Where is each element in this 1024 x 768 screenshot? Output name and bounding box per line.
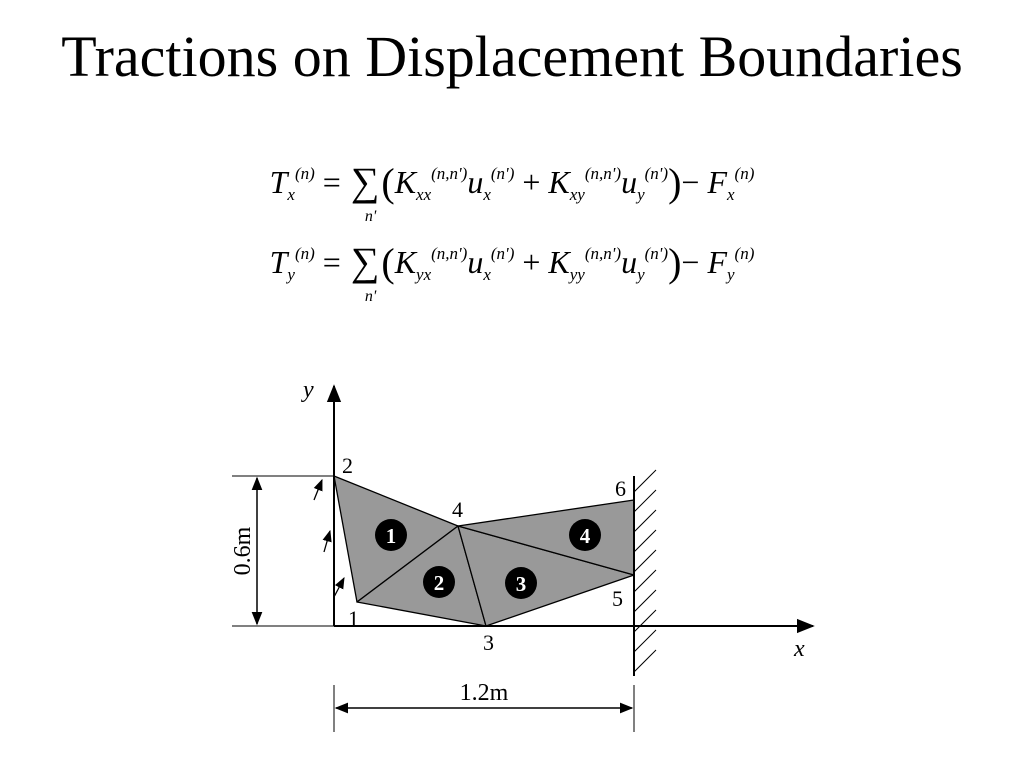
eq-x-lhs: T (269, 164, 288, 200)
eq-y-u2-sup: (n') (644, 244, 669, 263)
node-label-3: 3 (483, 630, 494, 655)
eq-x-close-paren: ) (668, 160, 682, 205)
eq-x-plus: + (522, 164, 541, 200)
eq-y-u1-sub: x (483, 265, 491, 284)
eq-x-u1-sup: (n') (490, 164, 515, 183)
eq-y-sum-index: n' (364, 288, 377, 305)
eq-x-open-paren: ( (381, 160, 395, 205)
node-label-5: 5 (612, 586, 623, 611)
eq-x-f: F (707, 164, 727, 200)
eq-x-sum-index: n' (364, 208, 377, 225)
traction-arrow (333, 576, 345, 598)
eq-y-k1: K (394, 244, 417, 280)
eq-y-k1-sub: yx (416, 265, 432, 284)
eq-x-minus: − (681, 164, 700, 200)
eq-y-u1-sup: (n') (490, 244, 515, 263)
eq-x-k1: K (394, 164, 417, 200)
eq-y-lhs-sub: y (287, 265, 295, 284)
node-label-4: 4 (452, 497, 463, 522)
eq-x-u1-sub: x (483, 185, 491, 204)
y-axis-label: y (301, 377, 314, 403)
element-marker-1: 1 (375, 519, 407, 551)
eq-x-u2: u (621, 164, 638, 200)
eq-x-sum: ∑ n' (350, 158, 380, 225)
traction-equation-y: Ty(n) = ∑n'(Kyx(n,n')ux(n') + Kyy(n,n')u… (0, 238, 1024, 305)
eq-y-close-paren: ) (668, 240, 682, 285)
traction-equation-x: Tx(n) = ∑n'(Kxx(n,n')ux(n') + Kxy(n,n')u… (0, 158, 1024, 225)
eq-x-k2-sub: xy (569, 185, 585, 204)
eq-y-minus: − (681, 244, 700, 280)
node-label-2: 2 (342, 453, 353, 478)
node-label-1: 1 (348, 606, 359, 631)
eq-y-f: F (707, 244, 727, 280)
eq-x-lhs-sup: (n) (294, 164, 315, 183)
height-dimension-label: 0.6m (230, 526, 256, 575)
eq-y-f-sup: (n) (734, 244, 755, 263)
eq-y-k2: K (548, 244, 570, 280)
element-label-4: 4 (580, 524, 591, 548)
eq-x-u1: u (467, 164, 484, 200)
eq-y-u2-sub: y (637, 265, 645, 284)
eq-y-lhs-sup: (n) (294, 244, 315, 263)
eq-y-equals: = (322, 244, 341, 280)
element-label-1: 1 (386, 524, 397, 548)
eq-y-open-paren: ( (381, 240, 395, 285)
eq-y-f-sub: y (727, 265, 735, 284)
eq-y-plus: + (522, 244, 541, 280)
eq-x-k2-sup: (n,n') (584, 164, 622, 183)
traction-arrow (313, 478, 323, 501)
eq-x-k2: K (548, 164, 570, 200)
eq-x-u2-sup: (n') (644, 164, 669, 183)
eq-y-lhs: T (269, 244, 288, 280)
x-axis-label: x (793, 636, 805, 662)
eq-x-k1-sub: xx (416, 185, 432, 204)
eq-y-k2-sub: yy (569, 265, 585, 284)
element-marker-3: 3 (505, 567, 537, 599)
eq-x-f-sub: x (727, 185, 735, 204)
traction-arrow (322, 529, 332, 553)
element-marker-2: 2 (423, 566, 455, 598)
eq-y-u2: u (621, 244, 638, 280)
slide-title: Tractions on Displacement Boundaries (61, 24, 963, 89)
eq-x-k1-sup: (n,n') (431, 164, 468, 183)
eq-y-k2-sup: (n,n') (584, 244, 622, 263)
fixed-support-hatch (633, 469, 657, 676)
element-label-3: 3 (516, 572, 527, 596)
eq-y-sum: ∑ n' (350, 238, 380, 305)
eq-y-k1-sup: (n,n') (431, 244, 468, 263)
eq-x-equals: = (322, 164, 341, 200)
eq-y-sum-symbol: ∑ (350, 239, 380, 284)
node-label-6: 6 (615, 476, 626, 501)
eq-x-f-sup: (n) (734, 164, 755, 183)
element-marker-4: 4 (569, 519, 601, 551)
element-label-2: 2 (434, 571, 445, 595)
eq-x-sum-symbol: ∑ (350, 159, 380, 204)
eq-x-lhs-sub: x (287, 185, 295, 204)
eq-y-u1: u (467, 244, 484, 280)
eq-x-u2-sub: y (637, 185, 645, 204)
width-dimension-label: 1.2m (460, 680, 509, 706)
